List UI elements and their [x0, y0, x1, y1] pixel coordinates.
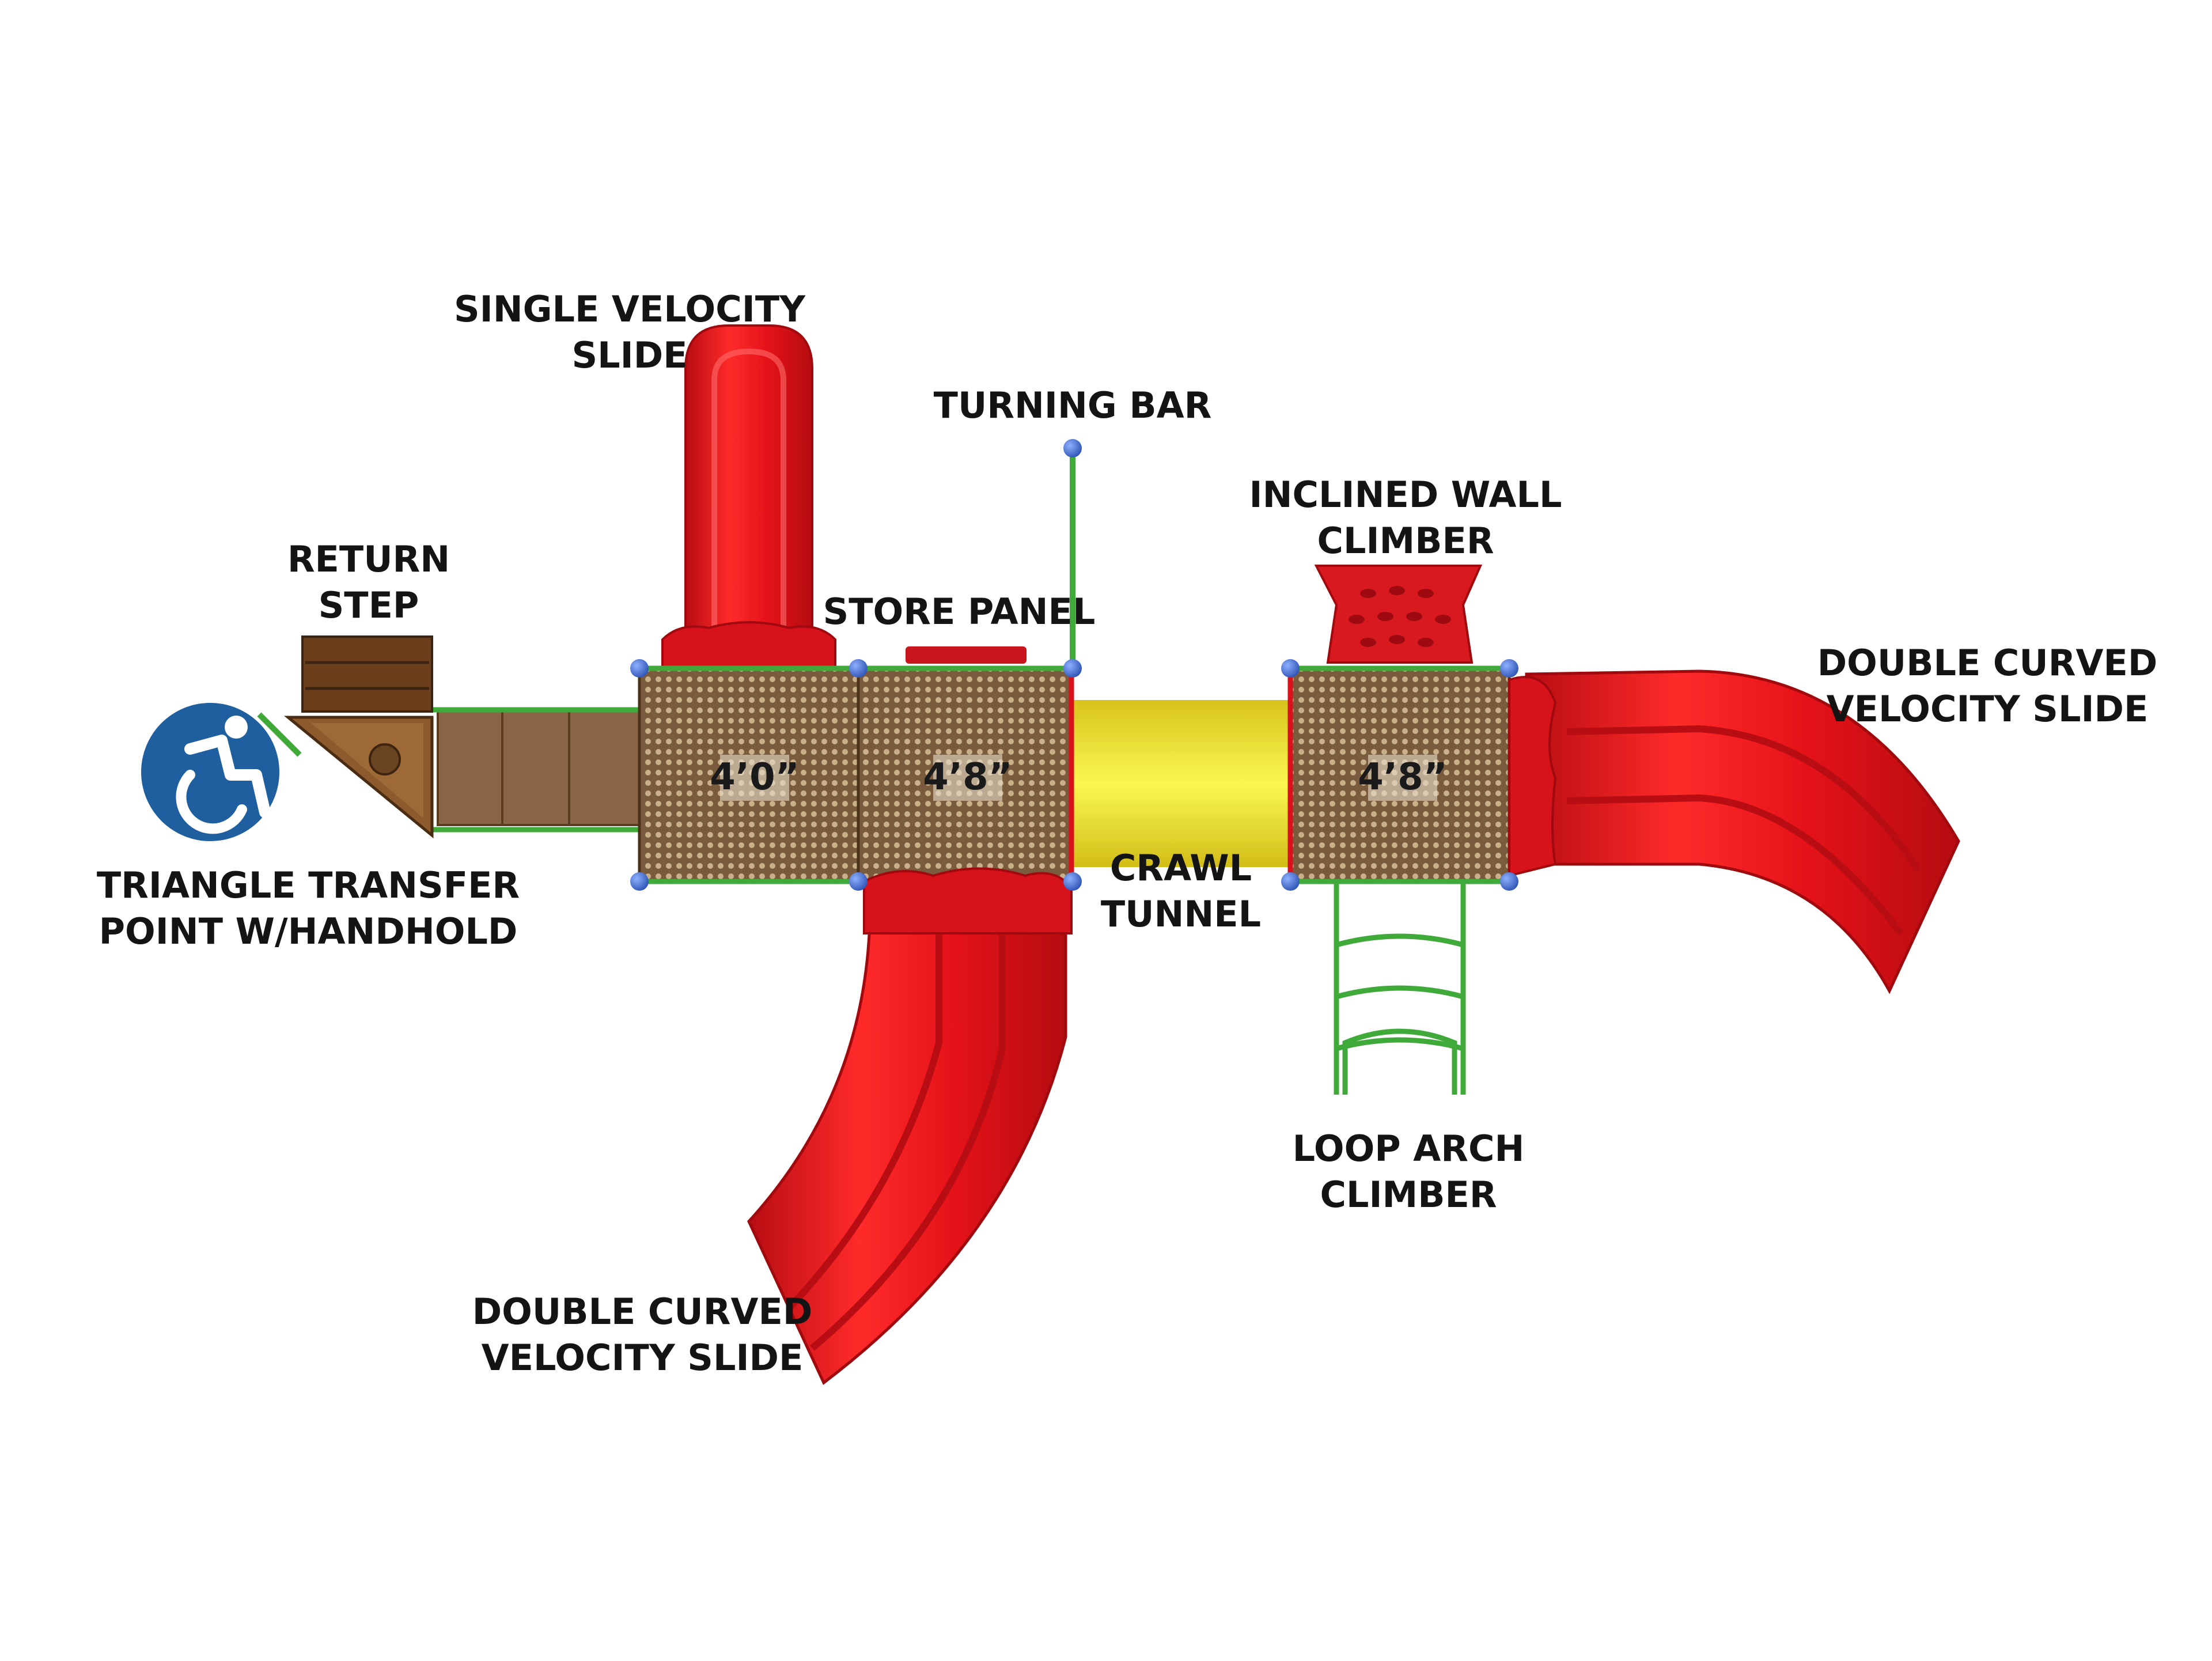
- turning-bar: [1063, 439, 1082, 663]
- label-crawl-tunnel: CRAWL TUNNEL: [1101, 847, 1261, 935]
- svg-text:CLIMBER: CLIMBER: [1317, 520, 1494, 562]
- svg-text:TRIANGLE TRANSFER: TRIANGLE TRANSFER: [97, 864, 520, 906]
- svg-text:RETURN: RETURN: [287, 538, 450, 580]
- deck-4-0: 4’0”: [638, 667, 860, 883]
- accessibility-wheelchair-icon: [141, 703, 279, 841]
- svg-text:POINT W/HANDHOLD: POINT W/HANDHOLD: [99, 910, 518, 952]
- svg-text:CRAWL: CRAWL: [1110, 847, 1252, 889]
- svg-text:STEP: STEP: [319, 584, 419, 626]
- return-step: [301, 635, 433, 713]
- deck-height-label: 4’8”: [923, 756, 1012, 799]
- deck-height-label: 4’0”: [710, 756, 799, 799]
- label-return-step: RETURN STEP: [287, 538, 450, 626]
- label-triangle-transfer-point: TRIANGLE TRANSFER POINT W/HANDHOLD: [97, 864, 520, 952]
- deck-4-8-right: 4’8”: [1289, 667, 1511, 883]
- label-store-panel: STORE PANEL: [823, 591, 1096, 633]
- label-turning-bar: TURNING BAR: [934, 384, 1212, 426]
- store-panel: [906, 646, 1027, 664]
- double-curved-velocity-slide-right: [1508, 669, 1960, 994]
- transfer-walkway: [426, 707, 646, 833]
- svg-text:TURNING BAR: TURNING BAR: [934, 384, 1212, 426]
- label-loop-arch-climber: LOOP ARCH CLIMBER: [1293, 1127, 1525, 1216]
- svg-text:SINGLE VELOCITY: SINGLE VELOCITY: [454, 288, 806, 330]
- svg-text:DOUBLE CURVED: DOUBLE CURVED: [472, 1291, 813, 1333]
- deck-height-label: 4’8”: [1358, 756, 1447, 799]
- label-double-curved-velocity-slide-bottom: DOUBLE CURVED VELOCITY SLIDE: [472, 1291, 813, 1379]
- label-inclined-wall-climber: INCLINED WALL CLIMBER: [1249, 474, 1562, 562]
- svg-text:STORE PANEL: STORE PANEL: [823, 591, 1096, 633]
- svg-text:TUNNEL: TUNNEL: [1101, 893, 1261, 935]
- svg-text:VELOCITY SLIDE: VELOCITY SLIDE: [1827, 688, 2149, 730]
- svg-text:SLIDE: SLIDE: [571, 334, 687, 376]
- triangle-transfer-point: [257, 712, 434, 839]
- label-double-curved-velocity-slide-right: DOUBLE CURVED VELOCITY SLIDE: [1817, 642, 2158, 730]
- post-caps: [630, 659, 1518, 891]
- deck-4-8-middle: 4’8”: [857, 667, 1073, 883]
- loop-arch-climber: [1334, 881, 1466, 1095]
- crawl-tunnel: [1071, 700, 1290, 867]
- label-single-velocity-slide: SINGLE VELOCITY SLIDE: [454, 288, 806, 376]
- inclined-wall-climber: [1314, 565, 1483, 664]
- svg-text:LOOP ARCH: LOOP ARCH: [1293, 1127, 1525, 1170]
- handhold: [257, 712, 302, 757]
- deck-red-edges: [1069, 668, 1293, 881]
- svg-text:VELOCITY SLIDE: VELOCITY SLIDE: [482, 1337, 804, 1379]
- single-velocity-slide: [661, 324, 836, 672]
- svg-text:INCLINED WALL: INCLINED WALL: [1249, 474, 1562, 516]
- svg-text:DOUBLE CURVED: DOUBLE CURVED: [1817, 642, 2158, 684]
- svg-text:CLIMBER: CLIMBER: [1320, 1174, 1497, 1216]
- double-curved-velocity-slide-bottom: [747, 867, 1073, 1385]
